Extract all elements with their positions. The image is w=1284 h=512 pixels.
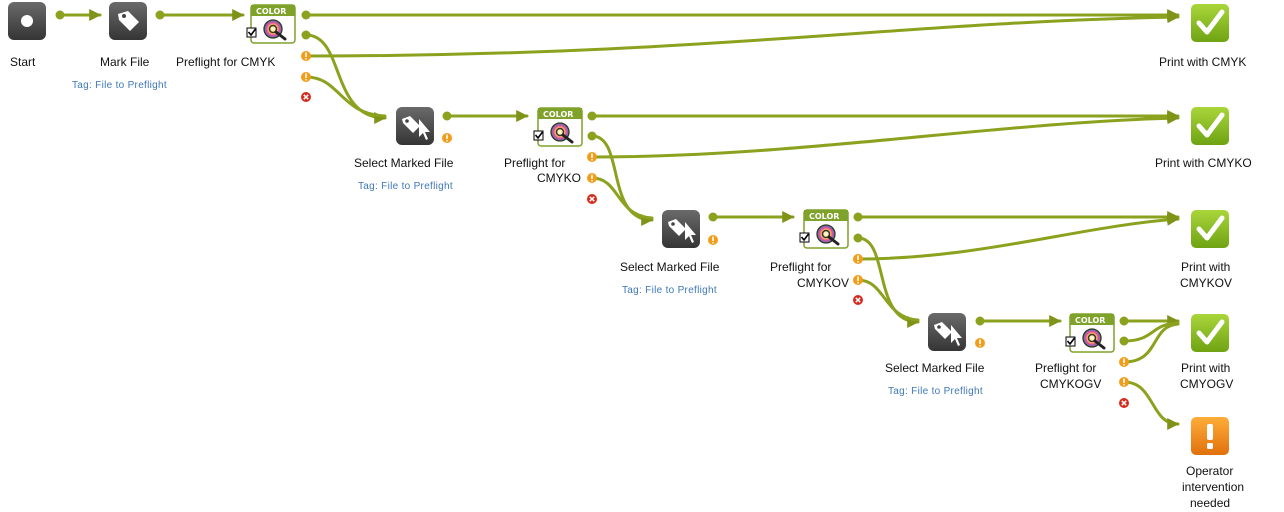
operator-intervention-node[interactable]: Operator intervention needed bbox=[1182, 417, 1244, 510]
operator-label-line2: intervention bbox=[1182, 480, 1244, 494]
preflight-cmyko-label-line1: Preflight for bbox=[504, 156, 565, 170]
svg-text:COLOR: COLOR bbox=[256, 7, 286, 16]
connector-cmykov-warn2-to-select-3[interactable] bbox=[856, 278, 920, 322]
print-cmyogv-label-line1: Print with bbox=[1181, 361, 1230, 375]
select-1-tag: Tag: File to Preflight bbox=[358, 181, 453, 192]
color-badge bbox=[251, 5, 295, 16]
select-tag-icon bbox=[402, 116, 430, 140]
error-icon bbox=[1119, 398, 1129, 408]
error-icon bbox=[853, 295, 863, 305]
preflight-cmyk-status bbox=[301, 51, 311, 102]
color-badge bbox=[538, 108, 582, 119]
connector-dots bbox=[55, 10, 1129, 346]
start-node[interactable]: Start bbox=[8, 2, 46, 69]
print-cmyko-node[interactable]: Print with CMYKO bbox=[1155, 107, 1252, 170]
print-cmykov-node[interactable]: Print with CMYKOV bbox=[1180, 210, 1232, 290]
connector-cmykogv-fixed-to-print-cmyogv[interactable] bbox=[1122, 321, 1180, 343]
preflight-cmyko-label-line2: CMYKO bbox=[537, 171, 581, 185]
start-icon bbox=[21, 15, 33, 27]
select-1-label: Select Marked File bbox=[354, 156, 454, 170]
warning-icon bbox=[853, 254, 863, 264]
preflight-cmykov-label-line1: Preflight for bbox=[770, 260, 831, 274]
operator-label-line1: Operator bbox=[1186, 464, 1233, 478]
operator-label-line3: needed bbox=[1190, 496, 1230, 510]
preflight-cmykov-node[interactable]: COLOR Preflight for CMYKOV bbox=[770, 209, 849, 290]
warning-icon bbox=[301, 72, 311, 82]
preflight-cmykov-label-line2: CMYKOV bbox=[797, 276, 849, 290]
connectors bbox=[55, 9, 1180, 430]
print-cmykov-label-line1: Print with bbox=[1181, 260, 1230, 274]
print-cmyogv-label-line2: CMYOGV bbox=[1180, 377, 1233, 391]
print-cmykov-label-line2: CMYKOV bbox=[1180, 276, 1232, 290]
preflight-cmykogv-label-line2: CMYKOGV bbox=[1040, 377, 1101, 391]
checkbox-icon bbox=[799, 232, 810, 243]
preflight-cmyk-label: Preflight for CMYK bbox=[176, 55, 275, 69]
select-tag-icon bbox=[934, 322, 962, 346]
checkbox-icon bbox=[533, 130, 544, 141]
select-2-label: Select Marked File bbox=[620, 260, 720, 274]
warning-icon bbox=[1119, 377, 1129, 387]
warning-icon bbox=[587, 152, 597, 162]
start-label: Start bbox=[10, 55, 36, 69]
preflight-cmyko-node[interactable]: COLOR Preflight for CMYKO bbox=[504, 107, 583, 185]
magnifier-icon bbox=[816, 224, 840, 246]
select-marked-file-node-1[interactable]: Select Marked File Tag: File to Prefligh… bbox=[354, 107, 454, 192]
connector-cmykov-fixed-to-select-3[interactable] bbox=[856, 236, 920, 328]
svg-text:COLOR: COLOR bbox=[809, 212, 839, 221]
preflight-cmykogv-status bbox=[1119, 357, 1129, 408]
warning-icon bbox=[853, 275, 863, 285]
color-badge bbox=[1070, 314, 1114, 325]
connector-cmyko-fixed-to-select-2[interactable] bbox=[590, 134, 654, 226]
magnifier-icon bbox=[550, 122, 574, 144]
print-cmyk-label: Print with CMYK bbox=[1159, 55, 1246, 69]
connector-cmyk-warn2-to-select-1[interactable] bbox=[304, 75, 387, 118]
connector-cmyko-warn-to-print-cmyko[interactable] bbox=[590, 112, 1180, 159]
print-cmyk-node[interactable]: Print with CMYK bbox=[1159, 4, 1246, 69]
magnifier-icon bbox=[1082, 328, 1106, 350]
select-marked-file-node-3[interactable]: Select Marked File Tag: File to Prefligh… bbox=[885, 313, 985, 397]
select-2-tag: Tag: File to Preflight bbox=[622, 285, 717, 296]
preflight-cmykogv-label-line1: Preflight for bbox=[1035, 361, 1096, 375]
connector-cmyk-fixed-to-select-1[interactable] bbox=[304, 33, 387, 124]
connector-cmyk-warn-to-print-cmyk[interactable] bbox=[304, 11, 1180, 58]
mark-file-tag: Tag: File to Preflight bbox=[72, 80, 167, 91]
select-3-label: Select Marked File bbox=[885, 361, 985, 375]
warning-icon bbox=[708, 235, 718, 245]
preflight-cmykogv-node[interactable]: COLOR Preflight for CMYKOGV bbox=[1035, 313, 1115, 391]
checkmark-icon bbox=[1196, 112, 1225, 138]
connector-cmykogv-warn-to-print-cmyogv[interactable] bbox=[1122, 322, 1180, 364]
magnifier-icon bbox=[263, 19, 287, 41]
warning-icon bbox=[975, 338, 985, 348]
color-badge bbox=[804, 210, 848, 221]
preflight-cmyko-status bbox=[587, 152, 597, 204]
mark-file-label: Mark File bbox=[100, 55, 150, 69]
warning-icon bbox=[587, 173, 597, 183]
checkmark-icon bbox=[1196, 215, 1225, 241]
exclamation-icon bbox=[1207, 424, 1213, 449]
connector-cmykogv-warn-to-operator[interactable] bbox=[1122, 380, 1180, 430]
svg-text:COLOR: COLOR bbox=[1075, 316, 1105, 325]
preflight-cmykov-status bbox=[853, 254, 863, 305]
warning-icon bbox=[442, 133, 452, 143]
tag-icon bbox=[118, 11, 139, 31]
mark-file-node[interactable]: Mark File Tag: File to Preflight bbox=[72, 2, 167, 91]
print-cmyogv-node[interactable]: Print with CMYOGV bbox=[1180, 314, 1233, 391]
error-icon bbox=[301, 92, 311, 102]
connector-cmyko-warn2-to-select-2[interactable] bbox=[590, 176, 654, 220]
select-marked-file-node-2[interactable]: Select Marked File Tag: File to Prefligh… bbox=[620, 210, 720, 296]
checkbox-icon bbox=[1065, 336, 1076, 347]
warning-icon bbox=[301, 51, 311, 61]
preflight-cmyk-node[interactable]: COLOR Preflight for CMYK bbox=[176, 4, 296, 69]
warning-icon bbox=[1119, 357, 1129, 367]
print-cmyko-label: Print with CMYKO bbox=[1155, 156, 1252, 170]
connector-cmykov-warn-to-print-cmykov[interactable] bbox=[856, 213, 1180, 261]
checkmark-icon bbox=[1196, 9, 1225, 35]
checkmark-icon bbox=[1196, 319, 1225, 345]
error-icon bbox=[587, 194, 597, 204]
checkbox-icon bbox=[246, 27, 257, 38]
select-3-tag: Tag: File to Preflight bbox=[888, 386, 983, 397]
svg-text:COLOR: COLOR bbox=[543, 110, 573, 119]
select-tag-icon bbox=[668, 219, 696, 243]
